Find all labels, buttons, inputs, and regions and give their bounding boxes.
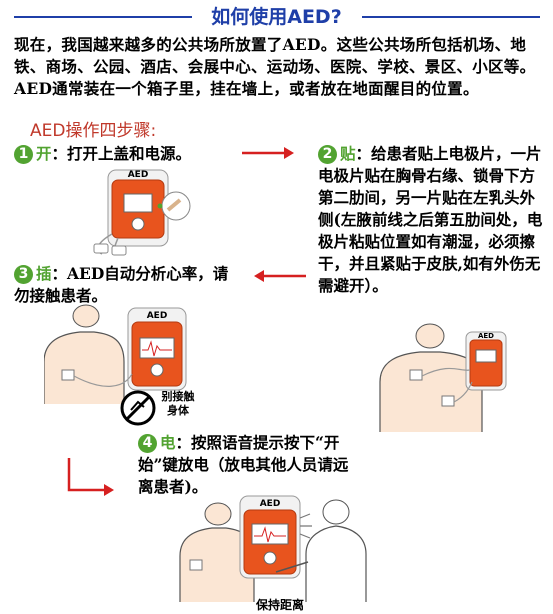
keep-distance-label: 保持距离 (255, 598, 304, 612)
no-touch-icon (120, 390, 156, 426)
aed-box-label: AED (128, 170, 149, 180)
page-title: 如何使用AED? (211, 6, 342, 28)
no-touch-label: 别接触身体 (161, 390, 195, 417)
steps-heading: AED操作四步骤: (30, 121, 157, 141)
pads-attached-illustration: AED (379, 323, 507, 432)
step-4-number: 4 (138, 434, 157, 453)
step-3-text: ：AED自动分析心率，请勿接触患者。 (14, 264, 229, 305)
aed-shock-label: AED (260, 499, 281, 509)
step-1-keyword: 开 (36, 144, 52, 163)
step-2-text: ：给患者贴上电极片，一片电极片贴在胸骨右缘、锁骨下方第二肋间，另一片贴在左乳头外… (318, 144, 543, 295)
step-4-text: ：按照语音提示按下“开始”键放电（放电其他人员请远离患者)。 (138, 433, 349, 496)
step-1-number: 1 (14, 145, 33, 164)
analyzing-illustration: AED (44, 304, 187, 404)
step-2-keyword: 贴 (340, 144, 356, 163)
page-header: 如何使用AED? (0, 0, 553, 30)
arrow-right-icon (242, 147, 294, 159)
title-rule-left (14, 16, 192, 18)
aed-analyze-label: AED (147, 311, 168, 321)
intro-paragraph: 现在，我国越来越多的公共场所放置了AED。这些公共场所包括机场、地铁、商场、公园… (14, 35, 536, 98)
step-3-number: 3 (14, 265, 33, 284)
step-1-text: ：打开上盖和电源。 (51, 144, 192, 163)
aed-open-illustration: AED (93, 169, 191, 256)
aed-device-label: AED (478, 332, 494, 340)
title-rule-right (362, 16, 540, 18)
step-4-keyword: 电 (160, 433, 176, 452)
arrow-left-icon (254, 270, 306, 282)
step-3-keyword: 插 (36, 264, 52, 283)
arrow-down-right-icon (67, 458, 114, 496)
shock-illustration: AED (179, 495, 367, 602)
step-2-number: 2 (318, 145, 337, 164)
